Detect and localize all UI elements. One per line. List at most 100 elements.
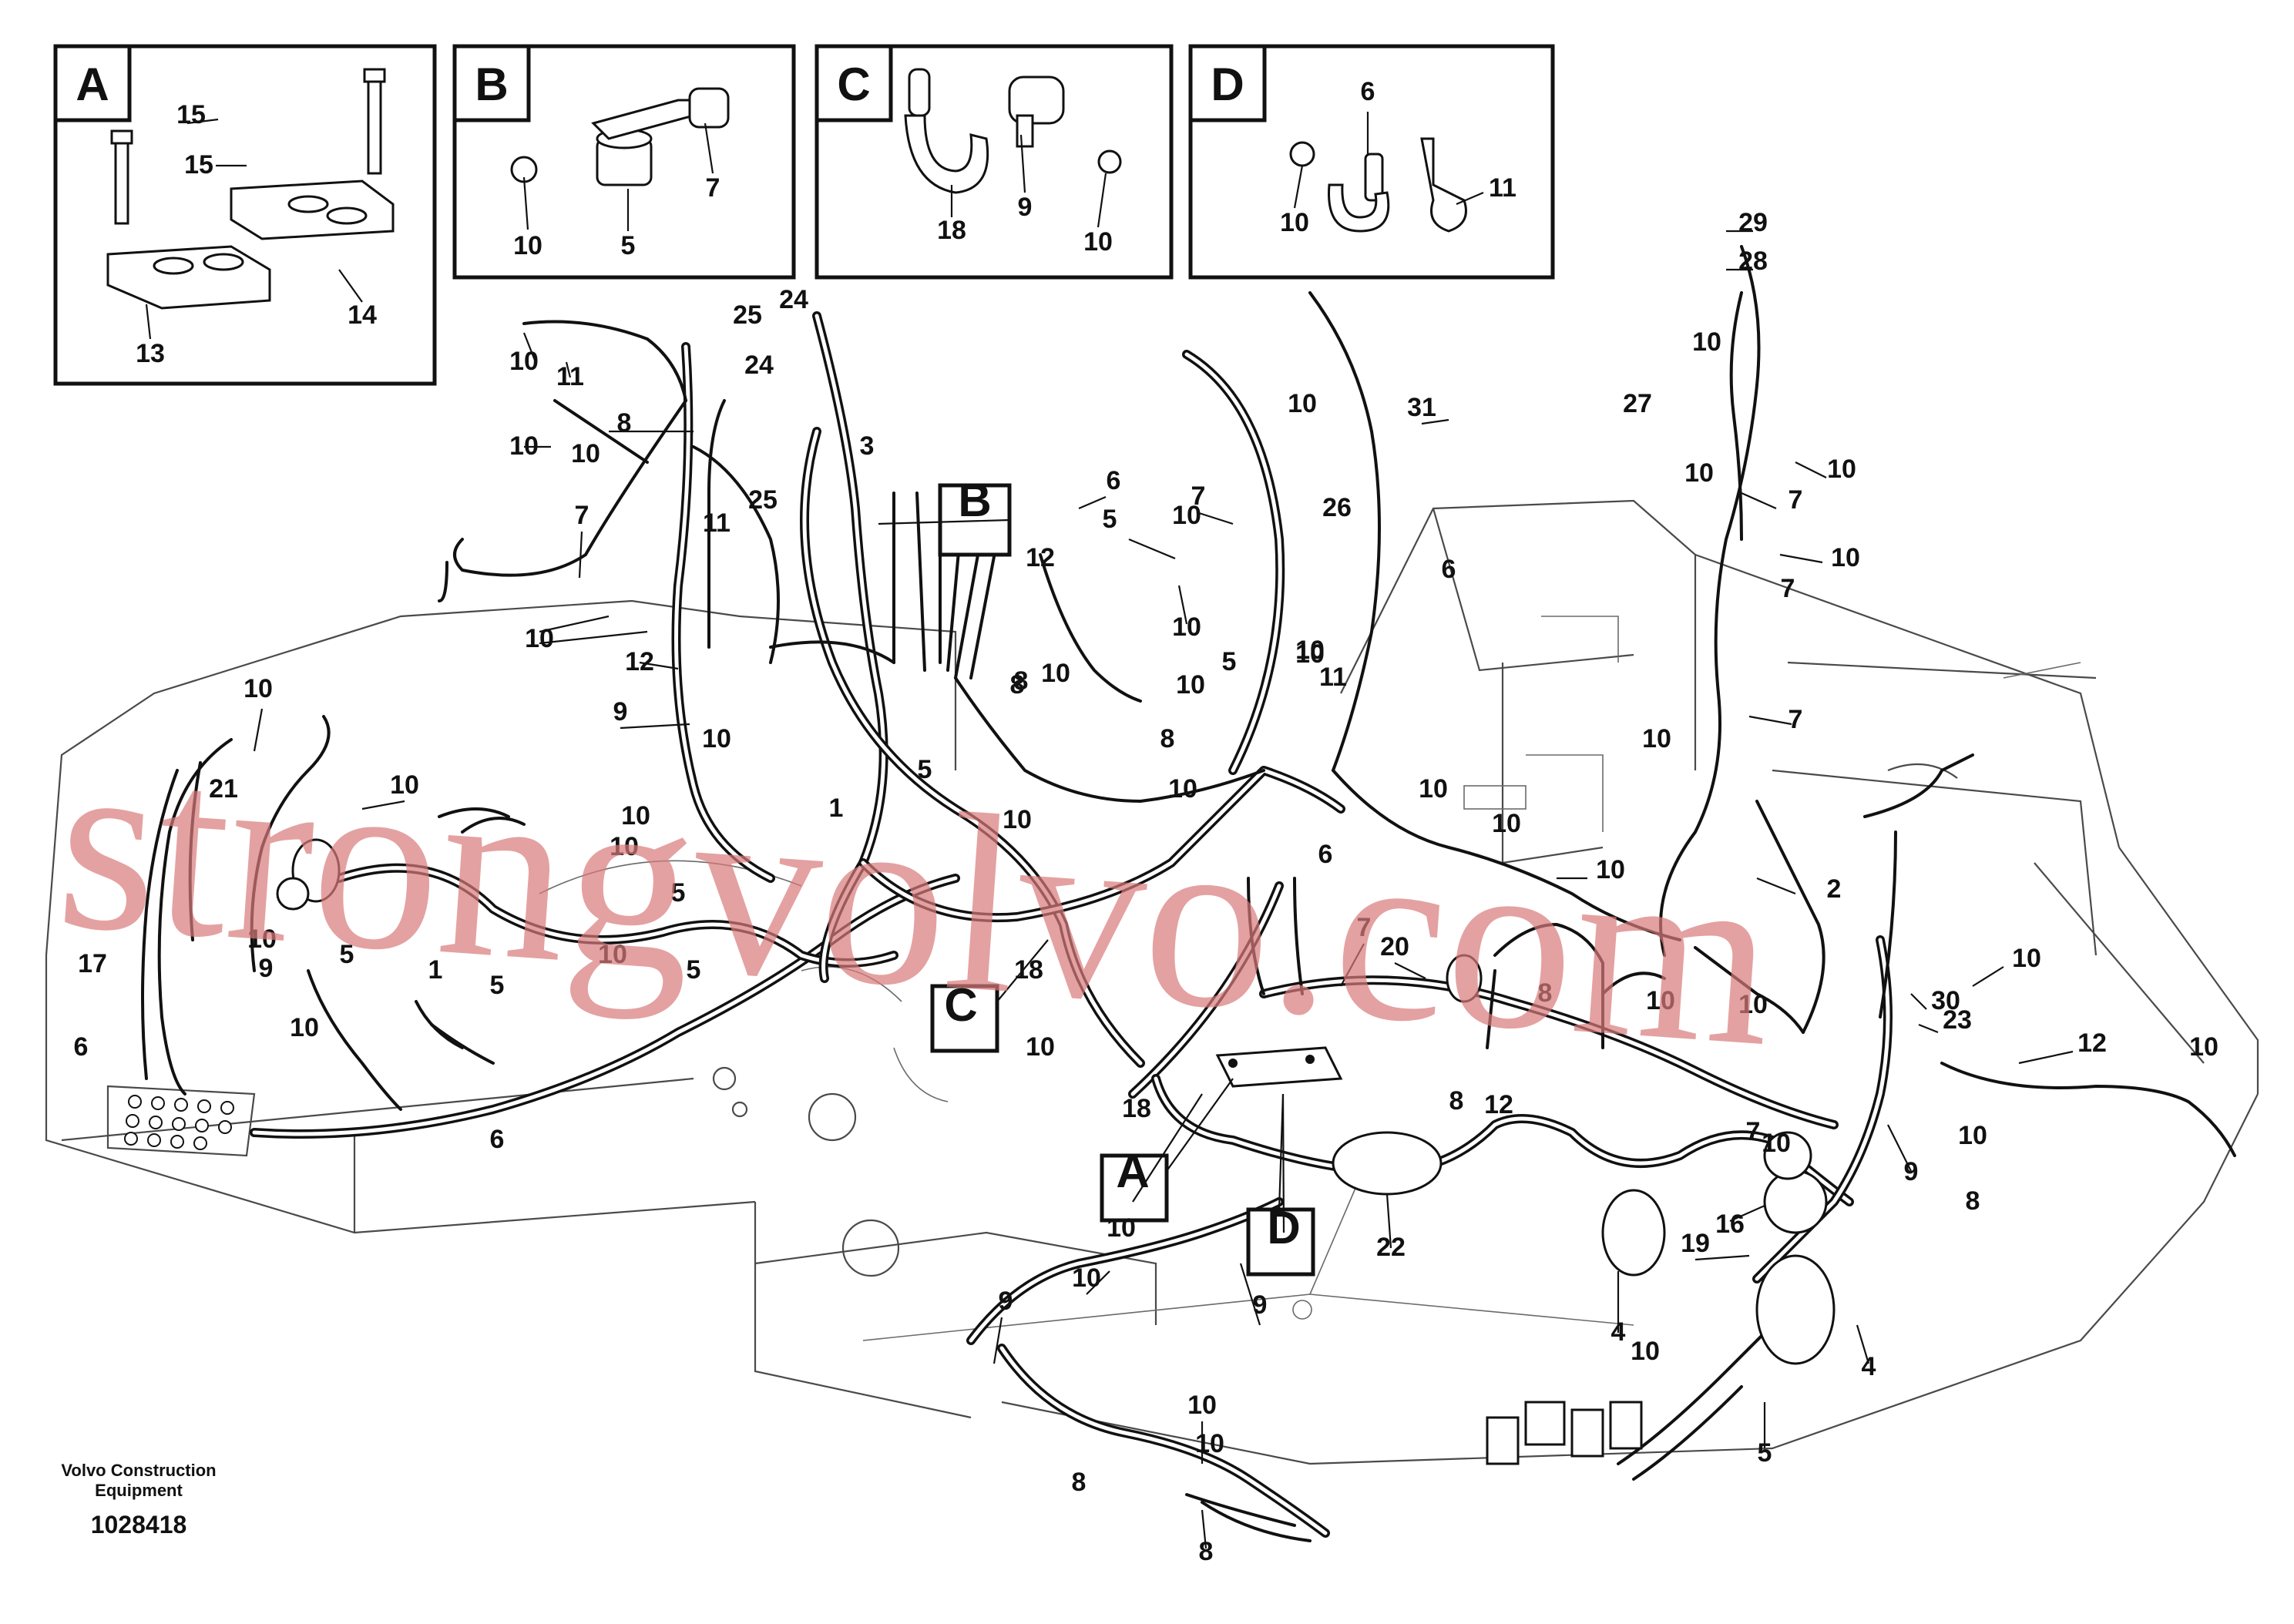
footer-brand-line1: Volvo Construction: [61, 1461, 216, 1480]
part-callout: 10: [1187, 1391, 1217, 1420]
part-callout: 23: [1943, 1005, 1972, 1035]
part-callout: 5: [671, 878, 686, 908]
leader-line: [1201, 1509, 1207, 1549]
part-callout: 10: [1692, 327, 1721, 357]
part-callout: 10: [702, 724, 731, 753]
leader-line: [1128, 538, 1176, 560]
part-callout: 7: [1746, 1117, 1761, 1146]
panel-A-callout: 15: [176, 100, 206, 129]
part-callout: 10: [1631, 1337, 1660, 1366]
part-callout: 7: [575, 501, 589, 530]
part-callout: 22: [1376, 1233, 1406, 1262]
part-callout: 27: [1623, 389, 1652, 418]
grommets: [276, 838, 1836, 1365]
panel-B-callout: 10: [513, 231, 542, 260]
part-callout: 10: [1762, 1129, 1791, 1158]
leader-line: [338, 269, 363, 303]
panel-C-callout: 9: [1018, 193, 1033, 222]
leader-line: [620, 723, 690, 730]
part-callout: 10: [244, 674, 273, 703]
panel-C-callout: 18: [937, 216, 966, 245]
part-callout: 10: [621, 801, 650, 830]
part-callout: 10: [1492, 809, 1521, 838]
leader-line: [704, 122, 714, 174]
leader-line: [1756, 877, 1796, 895]
leader-line: [1385, 1193, 1392, 1249]
panel-letter-B: B: [475, 59, 508, 110]
panel-A-callout: 13: [136, 339, 165, 368]
part-callout: 19: [1681, 1229, 1710, 1258]
part-callout: 18: [1014, 955, 1043, 985]
part-callout: 8: [1160, 724, 1175, 753]
part-callout: 8: [1072, 1468, 1087, 1497]
panel-D: D: [1188, 44, 1555, 280]
leader-line: [992, 1317, 1003, 1364]
part-callout: 10: [1026, 1032, 1055, 1062]
part-callout: 6: [74, 1032, 89, 1062]
footer-brand-line2: Equipment: [95, 1481, 183, 1500]
part-callout: 11: [1319, 663, 1347, 692]
part-callout: 10: [1168, 774, 1197, 804]
leader-line: [1972, 966, 2004, 987]
panel-B-callout: 7: [706, 173, 720, 203]
part-callout: 10: [525, 624, 554, 653]
part-callout: 10: [1958, 1121, 1987, 1150]
part-callout: 10: [1684, 458, 1714, 488]
part-callout: 10: [1646, 986, 1675, 1015]
part-callout: 6: [490, 1125, 505, 1154]
part-callout: 9: [613, 697, 628, 726]
leader-line: [1281, 1093, 1285, 1233]
part-callout: 25: [733, 300, 762, 330]
panel-D-callout: 10: [1280, 208, 1309, 237]
panel-A-callout: 15: [184, 150, 213, 180]
footer-drawing-number: 1028418: [91, 1511, 187, 1538]
section-marker-letter: B: [958, 475, 991, 526]
panel-D-callout: 6: [1361, 77, 1375, 106]
part-callout: 1: [829, 794, 844, 823]
leader-line: [1741, 492, 1777, 510]
leader-line: [1177, 585, 1188, 625]
part-callout: 10: [1172, 501, 1201, 530]
leader-line: [539, 630, 648, 645]
part-callout: 10: [1419, 774, 1448, 804]
leader-line: [539, 615, 610, 633]
leader-line: [1293, 165, 1304, 209]
part-callout: 10: [290, 1013, 319, 1042]
section-markers: [878, 483, 1315, 1277]
part-callout: 10: [1172, 612, 1201, 642]
part-callout: 9: [1253, 1290, 1268, 1320]
part-callout: 8: [617, 408, 632, 438]
part-callout: 10: [509, 347, 539, 376]
part-callout: 10: [247, 924, 277, 954]
part-callout: 5: [918, 755, 932, 784]
leader-line: [522, 332, 537, 363]
part-callout: 5: [1103, 505, 1117, 534]
leader-line: [522, 176, 529, 230]
leader-line: [1086, 1270, 1110, 1295]
panel-letter-D: D: [1211, 59, 1244, 110]
part-callout: 7: [1789, 485, 1803, 515]
part-callout: 24: [744, 351, 774, 380]
leader-line: [1097, 173, 1107, 228]
part-callout: 7: [1789, 705, 1803, 734]
leader-line: [186, 118, 219, 125]
part-callout: 26: [1322, 493, 1352, 522]
part-callout: 6: [1107, 466, 1121, 495]
part-callout: 10: [1642, 724, 1671, 753]
part-callout: 10: [509, 431, 539, 461]
part-callout: 10: [1288, 389, 1317, 418]
part-callout: 1: [428, 955, 443, 985]
part-callout: 5: [1222, 647, 1237, 676]
part-callout: 8: [1449, 1086, 1464, 1116]
part-callout: 4: [1611, 1317, 1626, 1347]
leader-line: [1340, 943, 1365, 987]
leader-line: [1795, 461, 1827, 478]
part-callout: 8: [1014, 666, 1029, 696]
leader-line: [565, 361, 572, 378]
part-callout: 10: [571, 439, 600, 468]
panel-B: B: [452, 44, 796, 280]
part-callout: 5: [1758, 1438, 1772, 1468]
leader-line: [1394, 962, 1426, 979]
leader-line: [1694, 1254, 1750, 1261]
